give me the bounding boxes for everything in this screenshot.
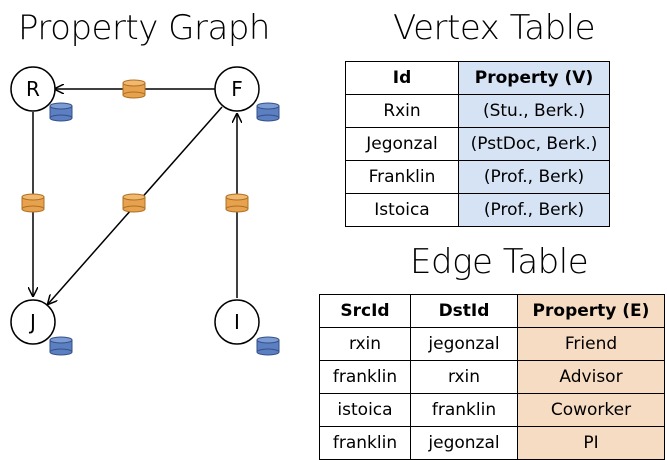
table-row: franklin jegonzal PI (319, 426, 665, 460)
vertex-i: I (214, 299, 260, 345)
vertex-property-cell: (PstDoc, Berk.) (458, 127, 610, 161)
edge-srcid-cell: franklin (319, 426, 411, 460)
vertex-f: F (214, 66, 260, 112)
edge-table-title: Edge Table (410, 242, 589, 282)
vertex-property-cell: (Prof., Berk) (458, 160, 610, 194)
vertex-label-f: F (231, 77, 243, 101)
vertex-id-cell: Rxin (345, 94, 459, 128)
table-row: Franklin (Prof., Berk) (345, 160, 610, 194)
edge-property-cell: PI (517, 426, 665, 460)
edge-property-cell: Coworker (517, 393, 665, 427)
table-row: franklin rxin Advisor (319, 360, 665, 394)
property-graph-title: Property Graph (18, 8, 270, 48)
vertex-property-cylinder (256, 336, 280, 356)
vertex-j: J (10, 299, 56, 345)
edge-table-header-property: Property (E) (517, 294, 665, 328)
property-graph: R F J I (10, 66, 280, 356)
edge-property-cylinder (225, 193, 249, 213)
vertex-label-i: I (234, 310, 240, 334)
edge-dstid-cell: jegonzal (410, 426, 518, 460)
edge-property-cylinder (21, 193, 45, 213)
edge-dstid-cell: jegonzal (410, 327, 518, 361)
vertex-label-r: R (26, 77, 40, 101)
edge-table-header-row: SrcId DstId Property (E) (319, 294, 665, 328)
vertex-table: Id Property (V) Rxin (Stu., Berk.) Jegon… (345, 61, 610, 227)
edge-dstid-cell: franklin (410, 393, 518, 427)
vertex-id-cell: Franklin (345, 160, 459, 194)
vertex-table-title: Vertex Table (393, 8, 596, 48)
edge-srcid-cell: istoica (319, 393, 411, 427)
vertex-property-cell: (Stu., Berk.) (458, 94, 610, 128)
table-row: rxin jegonzal Friend (319, 327, 665, 361)
table-row: Rxin (Stu., Berk.) (345, 94, 610, 128)
vertex-id-cell: Jegonzal (345, 127, 459, 161)
vertex-property-cylinder (256, 102, 280, 122)
edge-property-cylinder (122, 193, 146, 213)
edge-property-cylinder (122, 79, 146, 99)
edge-table-header-srcid: SrcId (319, 294, 411, 328)
edge-dstid-cell: rxin (410, 360, 518, 394)
edge-property-cell: Friend (517, 327, 665, 361)
vertex-id-cell: Istoica (345, 193, 459, 227)
vertex-table-header-id: Id (345, 61, 459, 95)
edge-table: SrcId DstId Property (E) rxin jegonzal F… (319, 294, 665, 460)
vertex-label-j: J (28, 310, 36, 334)
vertex-table-header-row: Id Property (V) (345, 61, 610, 95)
vertex-property-cell: (Prof., Berk) (458, 193, 610, 227)
vertex-property-cylinder (49, 102, 73, 122)
vertex-table-header-property: Property (V) (458, 61, 610, 95)
vertex-r: R (10, 66, 56, 112)
edge-srcid-cell: rxin (319, 327, 411, 361)
edge-srcid-cell: franklin (319, 360, 411, 394)
edge-property-cell: Advisor (517, 360, 665, 394)
table-row: istoica franklin Coworker (319, 393, 665, 427)
table-row: Jegonzal (PstDoc, Berk.) (345, 127, 610, 161)
table-row: Istoica (Prof., Berk) (345, 193, 610, 227)
edge-table-header-dstid: DstId (410, 294, 518, 328)
vertex-property-cylinder (49, 336, 73, 356)
